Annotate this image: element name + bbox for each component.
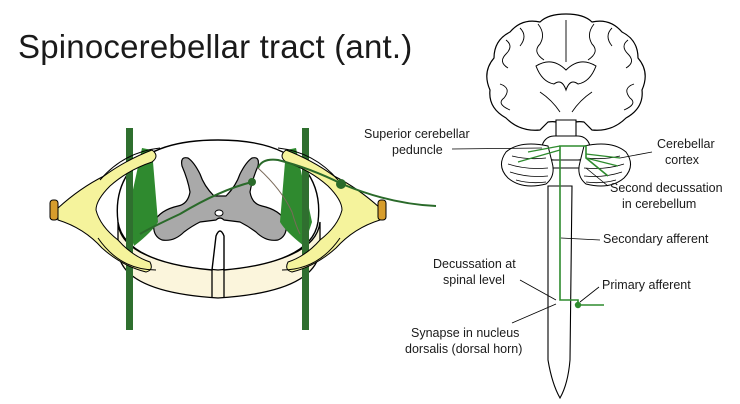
schematic-primary-afferent-cell bbox=[574, 301, 582, 309]
schematic-cerebellar-fibers bbox=[517, 145, 621, 167]
right-nerve-root bbox=[281, 149, 381, 273]
label-superior-cerebellar-peduncle: Superior cerebellar peduncle bbox=[364, 127, 473, 157]
primary-afferent-fiber bbox=[257, 158, 437, 207]
label-second-decussation: Second decussation in cerebellum bbox=[610, 181, 726, 211]
lateral-ventricles bbox=[535, 61, 597, 92]
label-synapse-nucleus: Synapse in nucleus dorsalis (dorsal horn… bbox=[405, 326, 523, 356]
dorsal-root-ganglion-cell bbox=[336, 179, 346, 189]
left-nerve-root bbox=[57, 149, 157, 273]
central-canal bbox=[214, 209, 224, 217]
labels: Superior cerebellar peduncle Cerebellar … bbox=[364, 127, 726, 356]
label-primary-afferent: Primary afferent bbox=[602, 278, 691, 292]
left-nerve-end bbox=[49, 199, 59, 221]
spinal-cord-section bbox=[49, 128, 437, 330]
tract-bar-left bbox=[126, 148, 158, 246]
slide-title: Spinocerebellar tract (ant.) bbox=[18, 28, 413, 65]
brain-schematic bbox=[486, 13, 646, 400]
crossing-fiber bbox=[139, 181, 253, 235]
label-decussation-spinal: Decussation at spinal level bbox=[433, 257, 519, 287]
label-cerebellar-cortex: Cerebellar cortex bbox=[657, 137, 718, 167]
tract-column-right bbox=[302, 128, 309, 330]
right-nerve-end bbox=[377, 199, 387, 221]
label-secondary-afferent: Secondary afferent bbox=[603, 232, 709, 246]
cerebellum-left bbox=[501, 143, 554, 187]
tract-column-left bbox=[126, 128, 133, 330]
